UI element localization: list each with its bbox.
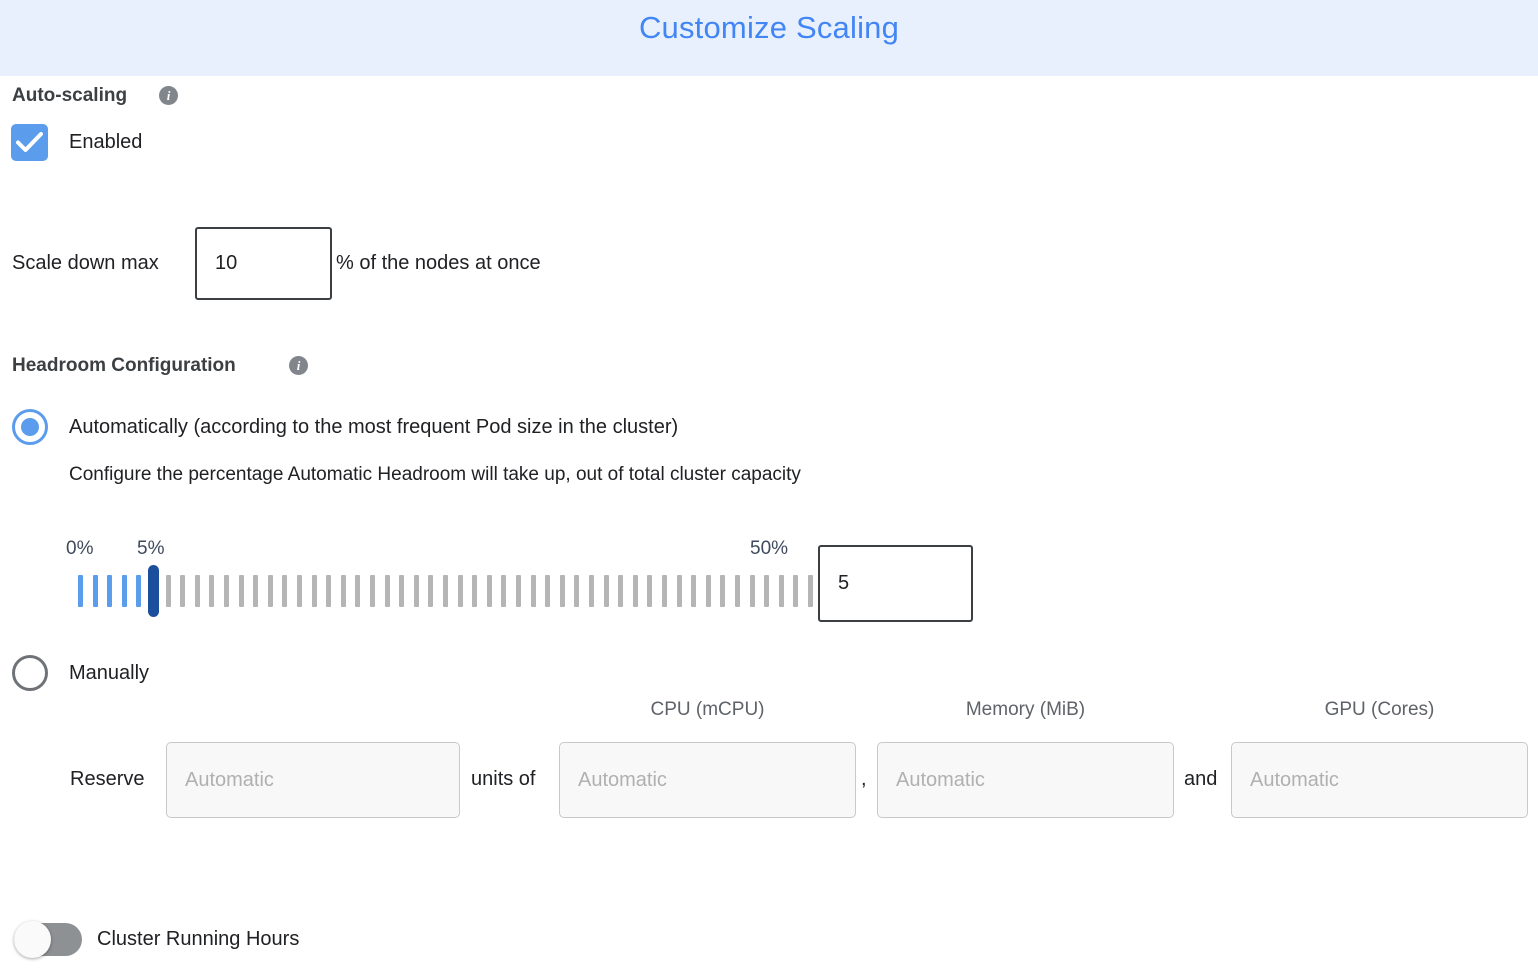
slider-value-label: 5% bbox=[137, 538, 165, 559]
slider-tick bbox=[632, 575, 638, 607]
slider-tick bbox=[136, 575, 142, 607]
headroom-configuration-label: Headroom Configuration bbox=[12, 355, 236, 376]
slider-tick bbox=[720, 575, 726, 607]
slider-tick bbox=[559, 575, 565, 607]
slider-tick bbox=[282, 575, 288, 607]
page-title: Customize Scaling bbox=[638, 10, 900, 45]
reserve-separator-comma: , bbox=[861, 768, 867, 790]
slider-tick bbox=[793, 575, 799, 607]
reserve-gpu-input[interactable]: Automatic bbox=[1231, 742, 1528, 818]
slider-tick bbox=[574, 575, 580, 607]
auto-scaling-section-label: Auto-scaling bbox=[12, 85, 128, 106]
slider-min-label: 0% bbox=[66, 538, 94, 559]
slider-tick bbox=[253, 575, 259, 607]
slider-tick bbox=[384, 575, 390, 607]
slider-tick bbox=[92, 575, 98, 607]
slider-tick bbox=[194, 575, 200, 607]
slider-tick bbox=[78, 575, 83, 607]
auto-scaling-enabled-label: Enabled bbox=[69, 131, 143, 153]
reserve-units-input[interactable]: Automatic bbox=[166, 742, 460, 818]
slider-tick bbox=[180, 575, 186, 607]
headroom-percentage-input[interactable]: 5 bbox=[818, 545, 973, 622]
slider-thumb[interactable] bbox=[148, 565, 159, 617]
slider-tick bbox=[603, 575, 609, 607]
slider-tick bbox=[778, 575, 784, 607]
slider-tick bbox=[705, 575, 711, 607]
slider-tick bbox=[224, 575, 229, 607]
slider-tick bbox=[413, 575, 419, 607]
slider-tick bbox=[808, 575, 813, 607]
auto-scaling-enabled-checkbox[interactable] bbox=[11, 124, 48, 161]
slider-tick bbox=[516, 575, 521, 607]
slider-tick bbox=[735, 575, 740, 607]
column-header-memory: Memory (MiB) bbox=[965, 699, 1086, 720]
slider-max-label: 50% bbox=[750, 538, 789, 559]
slider-tick bbox=[107, 575, 113, 607]
slider-tick bbox=[676, 575, 682, 607]
slider-tick bbox=[618, 575, 624, 607]
dialog-header: Customize Scaling bbox=[0, 0, 1538, 76]
radio-dot bbox=[21, 418, 39, 436]
slider-tick bbox=[457, 575, 463, 607]
headroom-mode-automatic-radio[interactable] bbox=[12, 409, 48, 445]
slider-tick bbox=[238, 575, 244, 607]
slider-tick bbox=[530, 575, 536, 607]
reserve-cpu-input[interactable]: Automatic bbox=[559, 742, 856, 818]
slider-tick bbox=[647, 575, 653, 607]
info-icon[interactable]: i bbox=[289, 356, 308, 375]
slider-tick bbox=[486, 575, 492, 607]
slider-tick bbox=[501, 575, 507, 607]
reserve-separator-units-of: units of bbox=[471, 768, 536, 790]
slider-tick bbox=[443, 575, 448, 607]
headroom-mode-manual-radio[interactable] bbox=[12, 655, 48, 691]
slider-tick bbox=[662, 575, 667, 607]
slider-tick bbox=[355, 575, 361, 607]
slider-tick bbox=[472, 575, 478, 607]
toggle-knob bbox=[14, 921, 51, 958]
headroom-mode-manual-label: Manually bbox=[69, 662, 150, 684]
slider-tick bbox=[121, 575, 127, 607]
reserve-separator-and: and bbox=[1184, 768, 1218, 790]
slider-tick bbox=[326, 575, 332, 607]
slider-tick bbox=[399, 575, 405, 607]
cluster-running-hours-toggle[interactable] bbox=[14, 921, 82, 958]
cluster-running-hours-label: Cluster Running Hours bbox=[97, 928, 300, 950]
slider-tick bbox=[297, 575, 302, 607]
check-icon bbox=[16, 132, 43, 152]
scale-down-max-input[interactable]: 10 bbox=[195, 227, 332, 300]
slider-tick bbox=[764, 575, 770, 607]
slider-tick bbox=[428, 575, 434, 607]
headroom-percentage-slider[interactable] bbox=[78, 565, 813, 617]
slider-tick bbox=[165, 575, 171, 607]
slider-tick bbox=[209, 575, 215, 607]
headroom-automatic-description: Configure the percentage Automatic Headr… bbox=[69, 464, 801, 485]
slider-tick bbox=[267, 575, 273, 607]
column-header-cpu: CPU (mCPU) bbox=[650, 699, 765, 720]
scale-down-max-suffix: % of the nodes at once bbox=[336, 252, 541, 274]
headroom-mode-automatic-label: Automatically (according to the most fre… bbox=[69, 416, 679, 438]
slider-tick bbox=[749, 575, 755, 607]
reserve-row-label: Reserve bbox=[70, 768, 145, 790]
slider-tick bbox=[370, 575, 375, 607]
slider-tick bbox=[545, 575, 551, 607]
info-icon[interactable]: i bbox=[159, 86, 178, 105]
slider-tick bbox=[589, 575, 594, 607]
slider-tick bbox=[340, 575, 346, 607]
slider-tick bbox=[691, 575, 697, 607]
scale-down-max-label: Scale down max bbox=[12, 252, 159, 274]
slider-tick bbox=[311, 575, 317, 607]
reserve-memory-input[interactable]: Automatic bbox=[877, 742, 1174, 818]
column-header-gpu: GPU (Cores) bbox=[1324, 699, 1435, 720]
